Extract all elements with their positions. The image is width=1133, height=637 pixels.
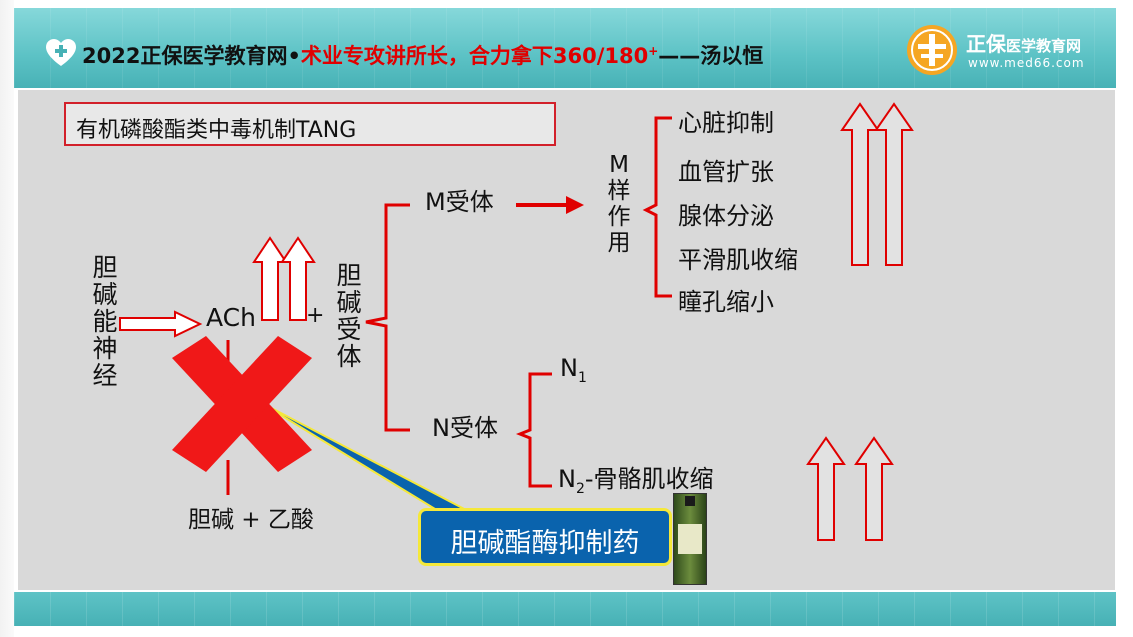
m-receptor-label: M受体 <box>425 188 494 216</box>
n2-main: N <box>558 465 576 493</box>
header-title-part1: 2022正保医学教育网• <box>82 44 301 68</box>
bottle-label <box>678 524 702 554</box>
n2-text: -骨骼肌收缩 <box>584 465 714 493</box>
header-title-sup: + <box>648 44 659 58</box>
m-effect-item: 瞳孔缩小 <box>678 288 774 316</box>
header-title-part3: ——汤以恒 <box>658 44 764 68</box>
m-effect-arrow <box>566 196 584 214</box>
bottle-cap <box>685 496 695 506</box>
left-margin <box>0 0 14 637</box>
nerve-to-ach-arrow <box>119 310 203 338</box>
n-bracket <box>515 372 552 488</box>
ach-up-arrow-1 <box>252 236 288 321</box>
callout-text: 胆碱酯酶抑制药 <box>450 528 640 559</box>
m-effect-item: 血管扩张 <box>678 158 774 186</box>
logo-text: 正保医学教育网 <box>966 28 1081 57</box>
hydrolysis-products: 胆碱 + 乙酸 <box>188 507 314 533</box>
pesticide-bottle-image <box>673 493 707 585</box>
callout-box: 胆碱酯酶抑制药 <box>418 508 672 566</box>
logo-url: www.med66.com <box>968 56 1085 70</box>
ach-label: ACh <box>206 303 256 332</box>
m-effects-bracket <box>642 116 672 298</box>
block-x-icon <box>172 336 312 472</box>
n1-label: N1 <box>560 354 587 386</box>
m-effect-item: 平滑肌收缩 <box>678 246 798 274</box>
m-effect-item: 心脏抑制 <box>678 109 774 137</box>
slide-title-box: 有机磷酸酯类中毒机制TANG <box>64 102 556 146</box>
receptor-bracket <box>365 203 410 432</box>
logo-name: 正保 <box>966 32 1006 56</box>
ach-up-arrow-2 <box>280 236 316 321</box>
header-title: 2022正保医学教育网•术业专攻讲所长，合力拿下360/180+——汤以恒 <box>82 40 763 70</box>
heart-plus-icon <box>46 39 76 66</box>
n2-up-arrow-2 <box>854 436 894 541</box>
logo-icon <box>907 25 957 75</box>
n1-sub: 1 <box>577 369 587 386</box>
logo-name-small: 医学教育网 <box>1006 37 1082 55</box>
receptor-label: 胆碱受体 <box>336 261 362 371</box>
n1-main: N <box>560 354 578 382</box>
n2-sub: 2 <box>575 480 585 497</box>
plus-sign: + <box>306 303 325 328</box>
nerve-label: 胆碱能神经 <box>92 253 118 390</box>
m-effects-up-arrow-2 <box>874 102 914 266</box>
m-effects-up-arrow-1 <box>840 102 880 266</box>
header-title-part2: 术业专攻讲所长，合力拿下360/180 <box>300 44 649 68</box>
slide-title: 有机磷酸酯类中毒机制TANG <box>76 118 357 143</box>
footer-bar <box>14 592 1116 626</box>
n-receptor-label: N受体 <box>432 414 498 442</box>
m-effect-label: M样作用 <box>607 152 631 256</box>
m-effect-item: 腺体分泌 <box>678 202 774 230</box>
n2-up-arrow-1 <box>806 436 846 541</box>
n2-label: N2-骨骼肌收缩 <box>558 459 714 497</box>
